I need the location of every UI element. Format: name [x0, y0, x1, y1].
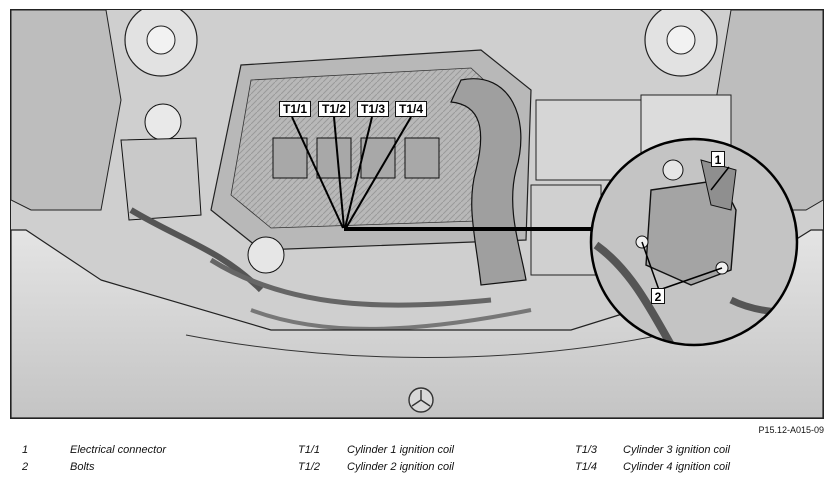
callout-t1-3: T1/3	[357, 101, 390, 117]
legend-key: 1	[22, 444, 29, 456]
legend-key: T1/3	[575, 444, 598, 456]
legend-key: T1/4	[575, 461, 598, 473]
callout-t1-4: T1/4	[395, 101, 428, 117]
legend-label: Cylinder 1 ignition coil	[347, 444, 454, 456]
engine-compartment-illustration: T1/1 T1/2 T1/3 T1/4 1 2	[10, 9, 824, 419]
detail-callout-1: 1	[711, 151, 725, 167]
legend-key: T1/1	[298, 444, 321, 456]
callout-t1-2: T1/2	[318, 101, 351, 117]
legend-key: T1/2	[298, 461, 321, 473]
legend-label: Electrical connector	[70, 444, 166, 456]
legend-key: 2	[22, 461, 29, 473]
legend-label: Cylinder 4 ignition coil	[623, 461, 730, 473]
air-intake-duct	[450, 78, 527, 286]
detail-magnifier	[589, 137, 799, 347]
legend-label: Cylinder 3 ignition coil	[623, 444, 730, 456]
callout-t1-1: T1/1	[279, 101, 312, 117]
detail-callout-2: 2	[651, 288, 665, 304]
ignition-coil-row	[272, 137, 440, 179]
figure-reference-code: P15.12-A015-09	[758, 425, 824, 435]
callout-leaders	[291, 116, 594, 231]
legend-label: Bolts	[70, 461, 95, 473]
engine-drawing	[11, 10, 823, 418]
legend-label: Cylinder 2 ignition coil	[347, 461, 454, 473]
front-hood	[11, 229, 823, 418]
